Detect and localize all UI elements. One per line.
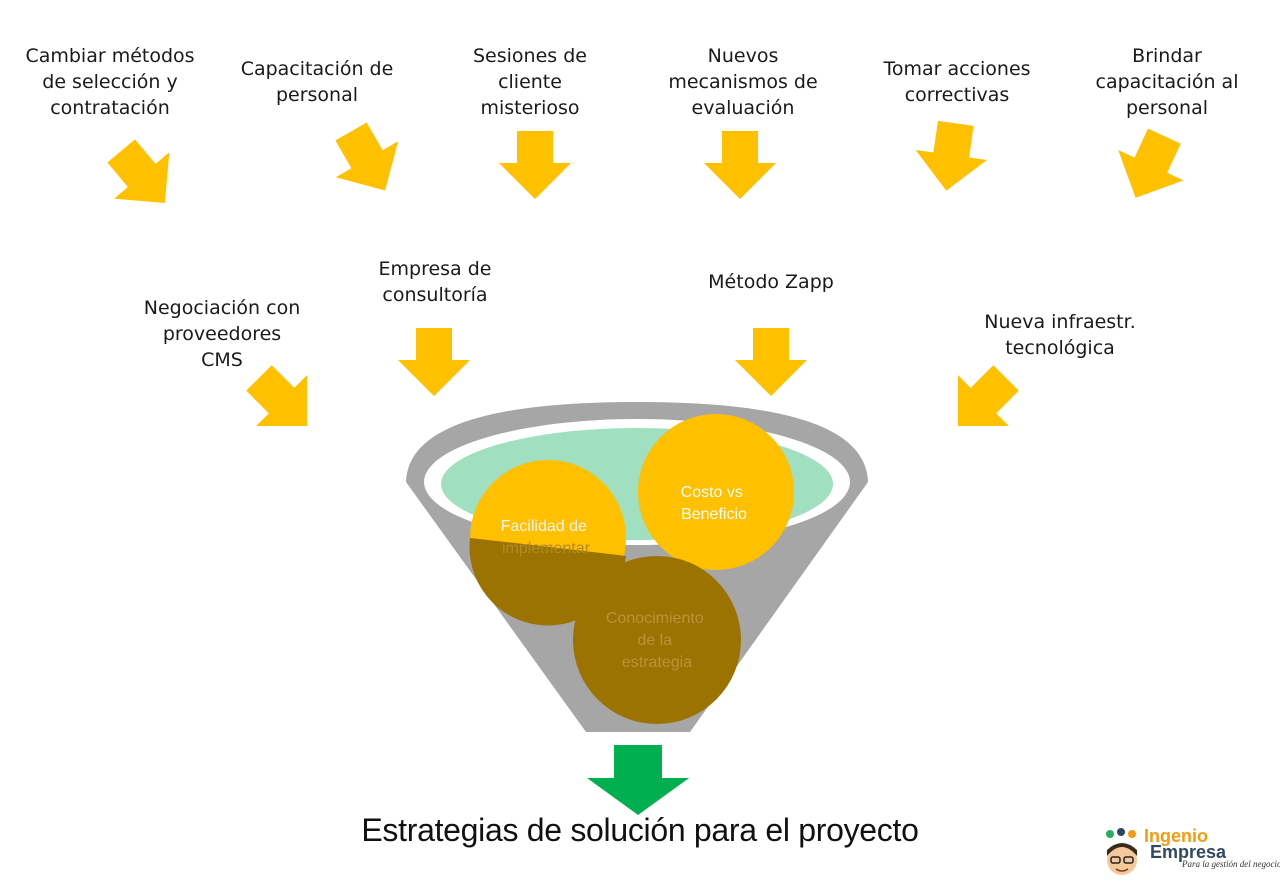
input-label-infraestructura-tecnologica: Nueva infraestr. tecnológica [984,311,1136,359]
criterion-label-conocimiento: Conocimiento de la estrategia [606,610,708,671]
arrow-icon [1103,120,1197,214]
criterion-label-line: Costo vs [681,484,743,501]
arrow-icon [735,328,807,396]
input-label-brindar-capacitacion: Brindar capacitación al personal [1095,45,1239,119]
logo-word-ingenio: Ingenio [1144,826,1208,846]
arrow-icon [704,131,776,199]
logo-tagline: Para la gestión del negocio [1182,859,1280,869]
logo-mascot-icon [1106,828,1137,875]
criterion-circle-conocimiento [573,556,741,724]
ingenio-empresa-logo: Ingenio Empresa Para la gestión del nego… [1100,826,1280,882]
criterion-label-line: Beneficio [681,506,747,523]
result-title: Estrategias de solución para el proyecto [361,812,919,848]
input-label-acciones-correctivas: Tomar acciones correctivas [883,58,1031,106]
input-label-metodo-zapp: Método Zapp [708,271,834,293]
arrow-group-top [93,113,1197,227]
logo-word-empresa: Empresa [1150,842,1227,862]
criterion-label-line: Facilidad de [501,518,587,535]
criterion-circle-costo [638,414,794,570]
criterion-label-line: implementar [502,540,591,557]
criteria-circles [469,414,794,724]
criterion-label-line: Conocimiento [606,610,704,627]
arrow-icon [233,352,333,452]
criterion-label-costo: Costo vs Beneficio [681,484,748,523]
arrow-icon [932,352,1032,452]
arrow-icon [910,118,992,196]
input-label-empresa-consultoria: Empresa de consultoría [378,258,492,306]
arrow-icon [398,328,470,396]
arrow-icon [499,131,571,199]
criterion-label-facilidad: Facilidad de implementar [501,518,592,557]
input-label-negociacion-proveedores: Negociación con proveedores CMS [143,297,301,371]
input-label-mecanismos-evaluacion: Nuevos mecanismos de evaluación [668,45,818,119]
input-label-capacitacion-personal: Capacitación de personal [240,58,394,106]
arrow-icon [319,113,417,209]
input-label-cliente-misterioso: Sesiones de cliente misterioso [473,45,587,119]
criterion-label-line: de la [637,632,672,649]
result-arrow-icon [587,745,689,815]
arrow-icon [93,127,193,227]
input-label-cambiar-metodos: Cambiar métodos de selección y contratac… [25,45,195,119]
criterion-label-line: estrategia [622,654,692,671]
